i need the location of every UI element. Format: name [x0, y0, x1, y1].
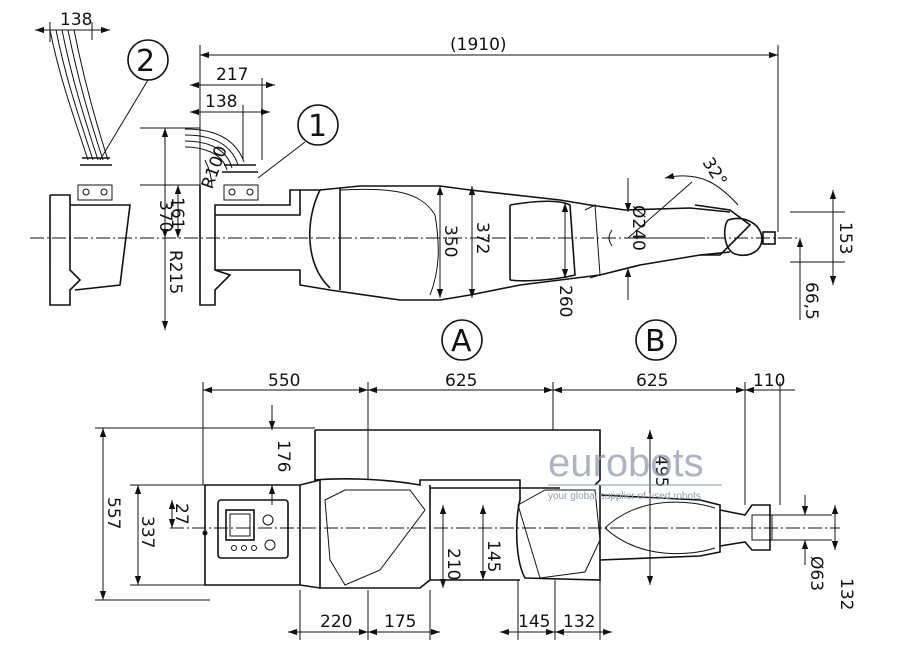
- svg-text:1: 1: [308, 109, 327, 144]
- label-145-v: 145: [483, 540, 503, 572]
- dim-161: 161: [140, 184, 200, 238]
- label-110: 110: [753, 371, 785, 391]
- dim-217: 217: [190, 65, 275, 160]
- dim-27: 27: [168, 500, 191, 528]
- label-220: 220: [320, 612, 352, 632]
- dim-phi63: Ø63: [770, 495, 832, 591]
- label-27: 27: [171, 503, 191, 525]
- label-161: 161: [167, 197, 187, 229]
- label-1910: (1910): [450, 35, 507, 55]
- dim-337: 337: [130, 484, 205, 586]
- label-145-h: 145: [518, 612, 550, 632]
- label-260: 260: [555, 285, 575, 317]
- dim-66-5: 66,5: [796, 238, 821, 320]
- label-138-mid: 138: [205, 92, 237, 112]
- svg-text:A: A: [451, 324, 472, 359]
- view-label-b: B: [635, 319, 677, 361]
- label-r215: R215: [165, 250, 185, 294]
- cable-bundle-2: [184, 128, 259, 201]
- label-132-h: 132: [563, 612, 595, 632]
- dim-370: 370: [140, 127, 200, 238]
- label-r100: R100: [198, 143, 232, 191]
- top-view: 550 625 625 110 557 337 27 176: [95, 371, 856, 640]
- label-angle32: 32°: [698, 154, 731, 190]
- dim-138-mid: 138: [190, 92, 270, 160]
- callout-1: 1: [257, 104, 339, 179]
- dim-phi240: Ø240: [624, 178, 648, 300]
- label-370: 370: [155, 200, 175, 232]
- watermark-brand: eurobots: [548, 441, 704, 485]
- dim-260: 260: [555, 203, 575, 317]
- dim-153: 153: [790, 190, 855, 285]
- svg-text:2: 2: [136, 44, 155, 79]
- view-label-a: A: [441, 319, 483, 361]
- dim-145-v: 145: [479, 505, 503, 580]
- label-350: 350: [440, 225, 460, 257]
- base-block: [204, 479, 321, 589]
- dim-1910: (1910): [199, 35, 779, 232]
- label-557: 557: [103, 497, 123, 529]
- side-view: (1910) 138 217 138 370 161: [30, 10, 855, 330]
- svg-text:B: B: [645, 324, 666, 359]
- label-176: 176: [273, 440, 293, 472]
- dim-bottom-chain: 220 175 145 132: [288, 580, 612, 640]
- label-66-5: 66,5: [801, 282, 821, 320]
- label-217: 217: [216, 65, 248, 85]
- dim-210: 210: [439, 505, 463, 588]
- label-210: 210: [443, 548, 463, 580]
- dim-top-chain: 550 625 625 110: [202, 371, 795, 505]
- eurobots-watermark: eurobots your global supplier of used ro…: [548, 441, 722, 502]
- dim-495: 495: [646, 430, 671, 585]
- dim-350: 350: [436, 186, 460, 298]
- dim-557: 557: [95, 427, 315, 601]
- label-153: 153: [835, 222, 855, 254]
- label-phi240: Ø240: [628, 205, 648, 251]
- label-132-v: 132: [836, 578, 856, 610]
- base-flange: [49, 194, 131, 306]
- label-550: 550: [268, 371, 300, 391]
- watermark-tagline: your global supplier of used robots: [548, 491, 701, 502]
- dim-372: 372: [468, 186, 492, 298]
- forearm-nose: [599, 494, 721, 561]
- wrist: [694, 204, 763, 256]
- label-phi63: Ø63: [806, 556, 826, 591]
- label-372: 372: [472, 222, 492, 254]
- label-337: 337: [137, 516, 157, 548]
- label-138-top: 138: [60, 10, 92, 30]
- upper-housing: [314, 429, 601, 489]
- control-panel: [202, 499, 289, 559]
- dim-176: 176: [268, 405, 293, 505]
- label-625-a: 625: [445, 371, 477, 391]
- cable-bundle: [49, 29, 113, 201]
- dim-r215: R215: [161, 238, 185, 330]
- axis-column: [199, 185, 300, 306]
- callout-2: 2: [99, 39, 169, 161]
- label-495: 495: [651, 455, 671, 487]
- dim-138-top: 138: [35, 10, 110, 42]
- dim-132-v: 132: [831, 505, 856, 610]
- label-625-b: 625: [636, 371, 668, 391]
- wrist-flange: [719, 504, 771, 551]
- label-175: 175: [384, 612, 416, 632]
